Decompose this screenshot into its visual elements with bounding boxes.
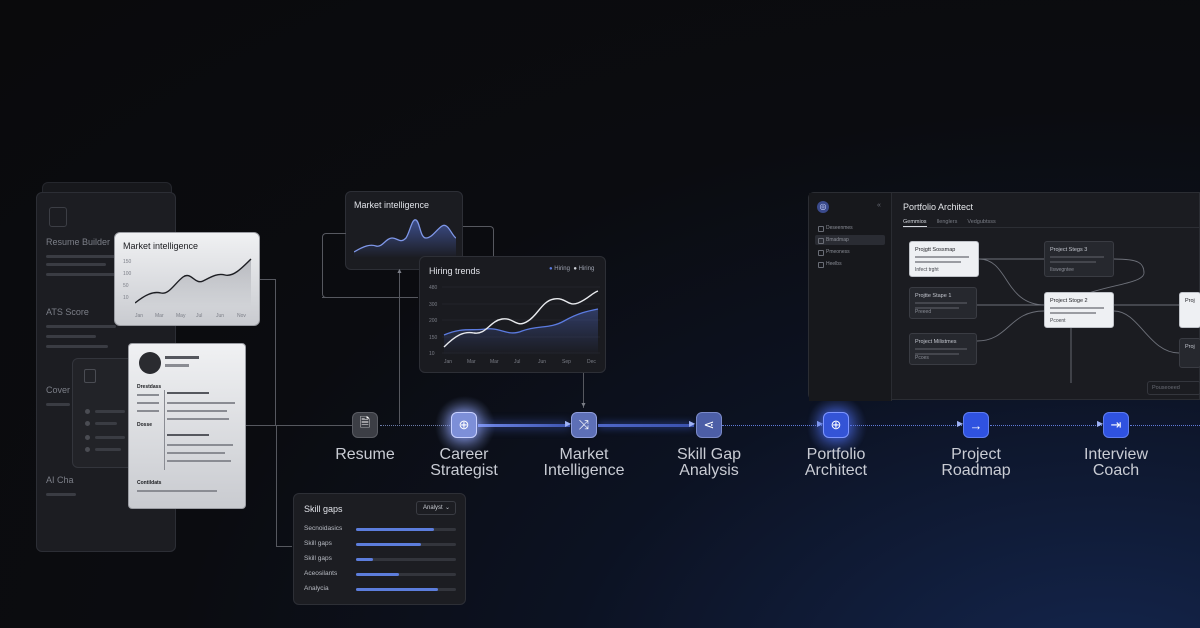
sidebar-item-1[interactable]: Bmadmap <box>815 235 885 245</box>
tab-2[interactable]: Vedgubtsss <box>967 219 996 225</box>
hiring-trends-card: Hiring trends ● Hiring ● Hiring 480 300 … <box>419 256 606 373</box>
flow-node-meta: Infect trght <box>915 267 939 273</box>
flow-node-title: Projgtt Sossmap <box>915 247 956 253</box>
skill-bar-track <box>356 558 456 561</box>
document-icon <box>49 207 67 227</box>
sidebar-item-label: Heelbs <box>826 261 842 267</box>
pipeline-node-6[interactable]: ⇥ <box>1103 412 1129 438</box>
flow-node-n2[interactable]: Project Stegs 3 Ilswegntee <box>1044 241 1114 277</box>
card-title: Market intelligence <box>123 241 199 251</box>
avatar <box>139 352 161 374</box>
skill-bar-fill <box>356 558 373 561</box>
flow-connectors <box>976 258 1180 383</box>
flow-node-meta: Preeed <box>915 309 932 315</box>
globe-icon: ⊕ <box>458 417 470 432</box>
skill-bar-track <box>356 543 456 546</box>
skill-bar-fill <box>356 543 421 546</box>
card-title: Market intelligence <box>354 200 430 210</box>
pipeline-node-2[interactable]: ⤨ <box>571 412 597 438</box>
share-icon: ⋖ <box>703 417 715 432</box>
sidebar-item-label: Pmeoness <box>826 249 850 255</box>
nav-icon <box>818 250 824 256</box>
analyst-dropdown[interactable]: Analyst⌄ <box>416 501 456 515</box>
globe-icon: ⊕ <box>830 417 842 432</box>
sidebar-item-3[interactable]: Heelbs <box>815 259 885 269</box>
document-icon: 🗎 <box>359 415 371 430</box>
market-intelligence-light-card: Market intelligence 150 100 50 10 Jan Ma… <box>114 232 260 326</box>
login-icon: ⇥ <box>1110 417 1122 432</box>
logo-icon: ◎ <box>817 201 829 213</box>
skill-row-label: Skill gaps <box>304 555 332 562</box>
flow-node-n6[interactable]: Proj <box>1179 292 1200 328</box>
tab-bar: Gemmios Ilenglers Vedgubtsss <box>903 219 1006 227</box>
skill-row-label: Analycia <box>304 585 329 592</box>
footer-field[interactable]: Pouseoeed <box>1147 381 1200 395</box>
sidebar-item-label: Deseenmes <box>826 225 853 231</box>
skill-row-label: Secnoidasics <box>304 525 343 532</box>
pipeline-node-4[interactable]: ⊕ <box>823 412 849 438</box>
skill-bar-track <box>356 528 456 531</box>
sidebar-item-0[interactable]: Deseenmes <box>815 223 885 233</box>
flow-node-meta: Pcoes <box>915 355 929 361</box>
pipeline-node-5[interactable]: → <box>963 412 989 438</box>
skill-bar-fill <box>356 588 438 591</box>
flow-node-n4[interactable]: Project Stoge 2 Pcoent <box>1044 292 1114 328</box>
flow-node-meta: Ilswegntee <box>1050 267 1074 273</box>
skill-bar-fill <box>356 573 399 576</box>
cover-label: Cover <box>46 385 71 395</box>
lock-icon <box>84 369 96 383</box>
flow-node-title: Proj <box>1185 298 1195 304</box>
flow-node-title: Proj <box>1185 344 1195 350</box>
hiring-line-chart <box>442 286 600 355</box>
flow-node-title: Project Stegs 3 <box>1050 247 1088 253</box>
sidebar-item-2[interactable]: Pmeoness <box>815 247 885 257</box>
skill-bar-track <box>356 573 456 576</box>
skill-row-label: Skill gaps <box>304 540 332 547</box>
flow-node-meta: Pcoent <box>1050 318 1066 324</box>
card-title: Skill gaps <box>304 504 343 514</box>
pipeline-node-0[interactable]: 🗎 <box>352 412 378 438</box>
app-title: Portfolio Architect <box>903 202 974 212</box>
sidebar-item-label: Bmadmap <box>826 237 849 243</box>
skill-bar-fill <box>356 528 434 531</box>
flow-node-title: Project Stoge 2 <box>1050 298 1088 304</box>
ats-score-label: ATS Score <box>46 307 89 317</box>
nav-icon <box>818 262 824 268</box>
card-title: Hiring trends <box>429 266 481 276</box>
flow-node-title: Projtte Stape 1 <box>915 293 952 299</box>
ai-chat-label: AI Cha <box>46 475 74 485</box>
pipeline-node-3[interactable]: ⋖ <box>696 412 722 438</box>
tab-0[interactable]: Gemmios <box>903 219 927 227</box>
skill-bar-track <box>356 588 456 591</box>
pipeline-node-1[interactable]: ⊕ <box>451 412 477 438</box>
resume-document-card: Drestdass Dosse Contildats <box>128 343 246 509</box>
resume-builder-label: Resume Builder <box>46 237 111 247</box>
skill-row-label: Aceosilants <box>304 570 338 577</box>
area-chart <box>354 219 456 258</box>
collapse-icon[interactable]: « <box>877 202 881 209</box>
flow-node-n3[interactable]: Projtte Stape 1 Preeed <box>909 287 977 319</box>
line-chart <box>135 258 252 307</box>
flow-node-title: Project Milistmes <box>915 339 957 345</box>
arrow-right-icon: → <box>969 417 983 433</box>
pipeline-label-0: Resume <box>335 446 395 463</box>
nav-icon <box>818 226 824 232</box>
flow-node-n7[interactable]: Proj <box>1179 338 1200 368</box>
legend: ● Hiring ● Hiring <box>549 266 595 272</box>
chevron-down-icon: ⌄ <box>444 505 450 511</box>
nav-icon <box>818 238 824 244</box>
shuffle-icon: ⤨ <box>578 417 590 432</box>
tab-1[interactable]: Ilenglers <box>936 219 958 225</box>
